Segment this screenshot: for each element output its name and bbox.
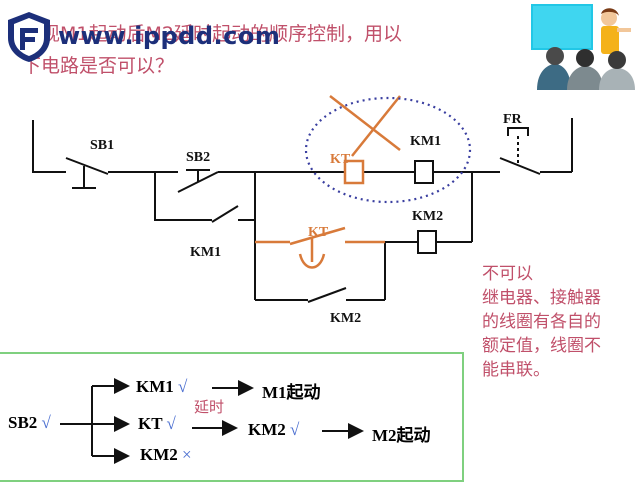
flow-km1: KM1 √ (136, 377, 187, 397)
cross-mark: × (182, 445, 192, 464)
title-line1: 实现M1起动后M2延时起动的顺序控制，用以 (22, 23, 402, 45)
check-mark: √ (166, 414, 176, 433)
note-line: 的线圈有各自的 (482, 312, 601, 332)
flow-m1-start: M1起动 (262, 383, 321, 402)
flow-km2-mid-label: KM2 (248, 420, 286, 439)
flow-m2-start: M2起动 (372, 426, 431, 445)
check-mark: √ (41, 413, 51, 432)
explanation-note: 不可以 继电器、接触器 的线圈有各自的 额定值，线圈不 能串联。 (482, 262, 601, 382)
check-mark: √ (290, 420, 300, 439)
note-line: 能串联。 (482, 360, 550, 380)
flow-kt-label: KT (138, 414, 163, 433)
watermark-logo (4, 10, 54, 64)
flow-start-sb2: SB2 √ (8, 413, 51, 433)
sb2-label: SB2 (186, 150, 211, 165)
flow-km1-label: KM1 (136, 377, 174, 396)
flow-km2-label: KM2 (140, 445, 178, 464)
km1-coil-label: KM1 (410, 134, 442, 149)
km1-contact-label: KM1 (190, 245, 222, 260)
title-line2: 下电路是否可以？ (22, 55, 175, 77)
check-mark: √ (178, 377, 188, 396)
flow-start-label: SB2 (8, 413, 38, 432)
flow-km2-mid: KM2 √ (248, 420, 299, 440)
km2-coil-label: KM2 (412, 209, 444, 224)
sequence-flow-box (0, 352, 464, 482)
flow-kt: KT √ (138, 414, 176, 434)
note-line: 不可以 (482, 264, 533, 284)
watermark-text: www.ippdd.com (58, 22, 281, 50)
km2-contact-label: KM2 (330, 311, 362, 326)
sb1-label: SB1 (90, 138, 115, 153)
note-line: 额定值，线圈不 (482, 336, 601, 356)
kt-contact-label: KT (308, 225, 329, 240)
fr-label: FR (503, 112, 522, 127)
kt-coil-label: KT (330, 152, 351, 167)
classroom-illustration (531, 4, 637, 90)
note-line: 继电器、接触器 (482, 288, 601, 308)
flow-km2: KM2 × (140, 445, 192, 465)
delay-label: 延时 (194, 398, 225, 416)
